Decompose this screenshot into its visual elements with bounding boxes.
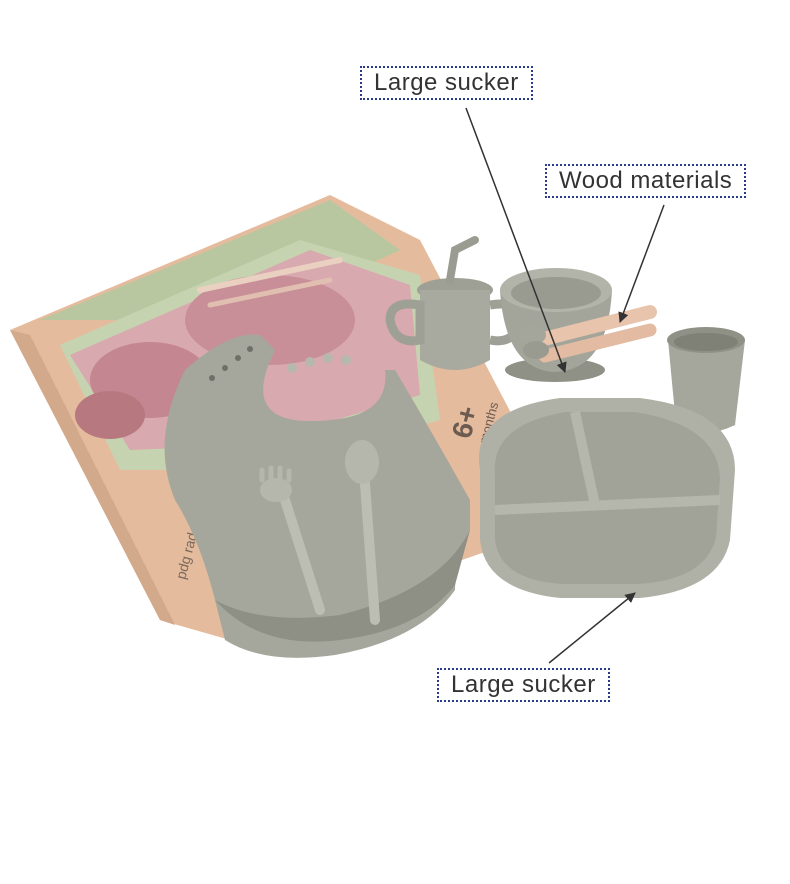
callout-arrows (465, 107, 665, 664)
sippy-cup (385, 236, 525, 370)
arrow-icon (618, 204, 665, 323)
divided-plate (479, 398, 735, 598)
fork-and-spoon (259, 440, 380, 625)
callout-large-sucker-top: Large sucker (360, 66, 533, 100)
wood-utensils (518, 305, 657, 363)
callout-wood-materials: Wood materials (545, 164, 747, 198)
bib (164, 334, 471, 658)
callout-large-sucker-bottom: Large sucker (437, 668, 610, 702)
arrow-icon (548, 592, 636, 664)
arrow-icon (465, 107, 567, 373)
